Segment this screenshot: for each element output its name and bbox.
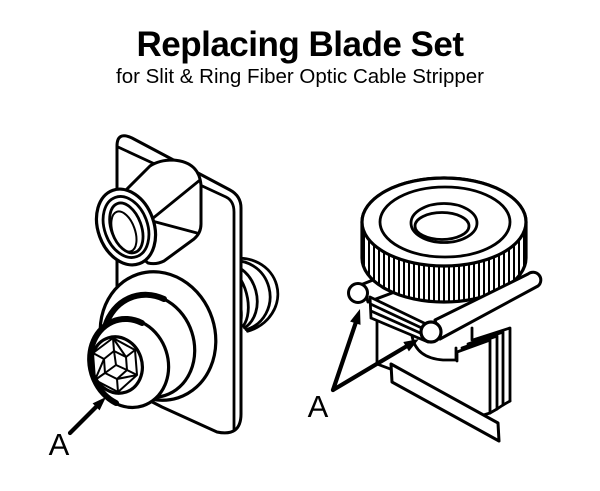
- left-pin-end-cap: [347, 282, 369, 304]
- hex-boss-facet-line: [150, 178, 202, 221]
- bore-rim: [101, 195, 151, 259]
- title-block: Replacing Blade Set for Slit & Ring Fibe…: [0, 0, 600, 88]
- callout-label-right: A: [308, 389, 329, 424]
- pivot-rod: [433, 270, 543, 341]
- callout-arrow-shaft: [330, 319, 359, 393]
- pivot-rod-end-cap: [419, 320, 443, 344]
- callout-arrow-shaft: [330, 343, 410, 393]
- blade-holder-block: [375, 320, 512, 443]
- callout-arrowhead: [350, 309, 361, 325]
- boss-bore-ring: [94, 187, 158, 267]
- base-plate-strip: [389, 362, 501, 443]
- bore-inner-wall: [110, 210, 138, 253]
- thumbwheel-top-inner-rim: [378, 185, 512, 259]
- hex-boss-facet-line: [150, 219, 199, 235]
- left-figure-blade-screw-assembly: A: [49, 134, 280, 462]
- hex-socket-pattern: [92, 337, 138, 393]
- page-subtitle: for Slit & Ring Fiber Optic Cable Stripp…: [116, 65, 484, 88]
- thumbwheel-top-face: [360, 176, 528, 268]
- callout-arrowhead: [92, 397, 106, 411]
- thumbwheel-knurling: [363, 232, 525, 302]
- callout-arrowhead: [403, 339, 419, 352]
- callout-label-left: A: [49, 427, 70, 462]
- knurled-thumbwheel: [360, 176, 528, 304]
- pivot-bar-lines: [368, 295, 430, 344]
- callout-arrow-shaft: [67, 404, 99, 436]
- pivot-bar: [368, 295, 430, 344]
- thumbwheel-counterbore: [409, 202, 479, 244]
- right-figure-thumbwheel-assembly: A: [308, 176, 543, 443]
- screw-head-shadow-arc: [87, 316, 145, 406]
- mounting-plate-edge: [116, 145, 236, 431]
- thread-arc: [226, 256, 280, 333]
- thumbwheel-center-hole: [413, 211, 471, 241]
- washer-stack: [87, 270, 218, 410]
- page-title: Replacing Blade Set: [136, 25, 464, 64]
